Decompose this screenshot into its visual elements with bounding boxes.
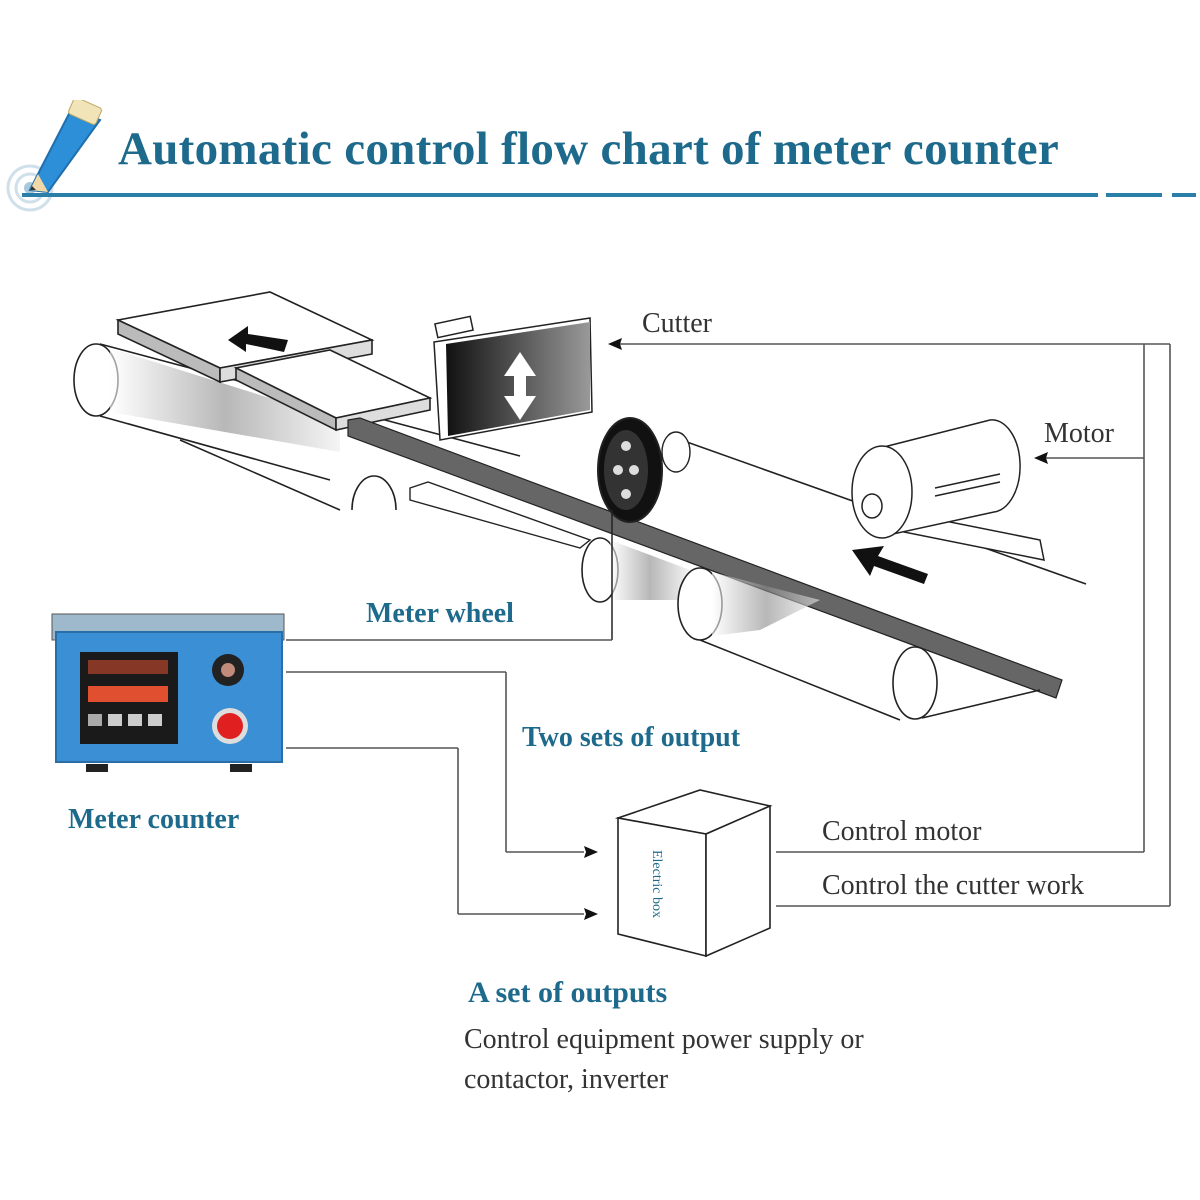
- page-title: Automatic control flow chart of meter co…: [118, 123, 1060, 175]
- motor: [851, 419, 1045, 561]
- support-plate: [409, 481, 592, 549]
- label-outputs-desc-2: contactor, inverter: [464, 1064, 669, 1095]
- header: Automatic control flow chart of meter co…: [0, 100, 1200, 230]
- label-outputs-desc-1: Control equipment power supply or: [464, 1024, 864, 1055]
- label-control-motor: Control motor: [822, 816, 982, 847]
- control-lines: [612, 343, 1171, 907]
- title-underline: [22, 193, 1196, 197]
- motor-arrow-icon: [1034, 452, 1048, 464]
- label-meter-counter: Meter counter: [68, 804, 240, 835]
- board-arrow-icon: [228, 326, 288, 352]
- pencil-icon: [6, 100, 102, 212]
- label-a-set-outputs: A set of outputs: [468, 976, 668, 1009]
- display-digits: [88, 660, 168, 702]
- label-cutter: Cutter: [642, 308, 712, 339]
- meter-wheel: [597, 417, 691, 640]
- cutter-arrow-icon: [608, 338, 622, 350]
- material-strip: [347, 417, 1063, 699]
- cutter: [433, 315, 593, 441]
- output-arrow-2-icon: [584, 908, 598, 920]
- right-conveyor: [581, 435, 1087, 721]
- label-motor: Motor: [1044, 418, 1114, 449]
- up-down-arrow-icon: [504, 352, 536, 420]
- label-control-cutter: Control the cutter work: [822, 870, 1085, 901]
- label-two-sets-output: Two sets of output: [522, 722, 741, 753]
- label-meter-wheel: Meter wheel: [366, 598, 514, 629]
- output-arrow-1-icon: [584, 846, 598, 858]
- flow-arrow-icon: [852, 546, 928, 584]
- label-electric-box: Electric box: [649, 849, 665, 919]
- meter-counter-device: [51, 613, 285, 772]
- electric-box: [614, 789, 773, 958]
- counter-lines: [286, 639, 612, 915]
